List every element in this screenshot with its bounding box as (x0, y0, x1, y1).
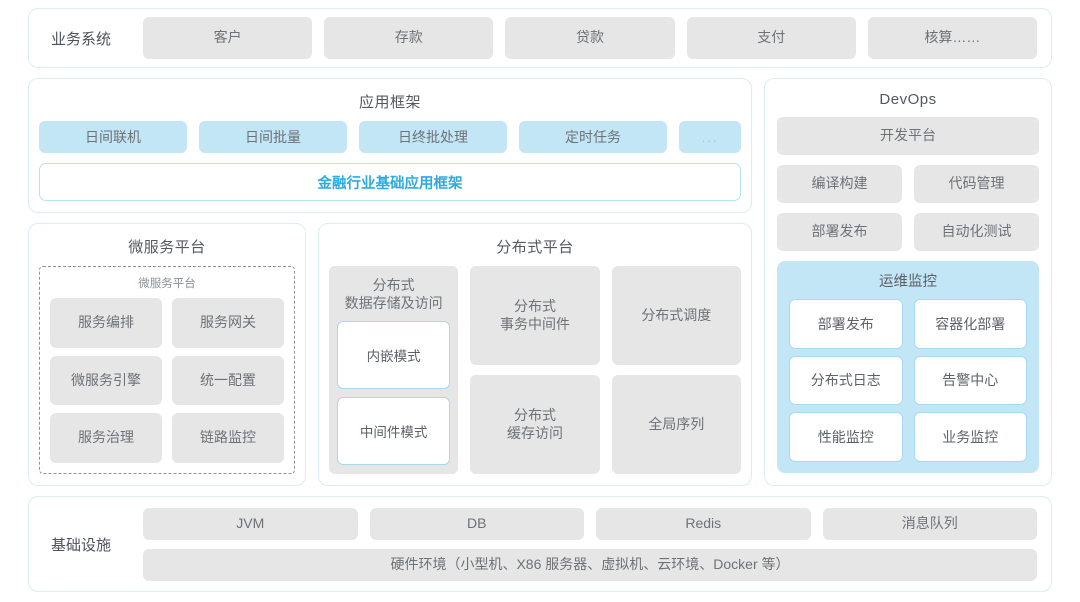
ms-item-service-orchestration[interactable]: 服务编排 (50, 298, 162, 348)
ops-monitoring-title: 运维监控 (879, 274, 937, 290)
ops-monitoring-grid: 部署发布 容器化部署 分布式日志 告警中心 性能监控 业务监控 (789, 299, 1027, 462)
distributed-storage-modes: 内嵌模式 中间件模式 (337, 321, 451, 465)
storage-mode-middleware[interactable]: 中间件模式 (337, 397, 451, 465)
appfw-chip-eod-batch[interactable]: 日终批处理 (359, 121, 507, 153)
platform-column: 应用框架 日间联机 日间批量 日终批处理 定时任务 ... 金融行业基础应用框架… (28, 78, 752, 486)
infra-item-redis[interactable]: Redis (596, 507, 811, 540)
microservice-platform-title: 微服务平台 (128, 239, 206, 256)
ms-item-link-monitoring[interactable]: 链路监控 (172, 413, 284, 463)
devops-pair-deploy: 部署发布 自动化测试 (777, 213, 1039, 251)
distributed-scheduling[interactable]: 分布式调度 (611, 266, 741, 365)
microservice-inner-title: 微服务平台 (138, 278, 196, 290)
ops-containerized-deploy[interactable]: 容器化部署 (913, 299, 1027, 349)
lower-platforms: 微服务平台 微服务平台 服务编排 服务网关 微服务引擎 统一配置 服务治理 链路… (28, 223, 752, 486)
infra-item-message-queue[interactable]: 消息队列 (822, 507, 1037, 540)
ms-item-microservice-engine[interactable]: 微服务引擎 (50, 355, 162, 406)
appfw-chip-scheduled-task[interactable]: 定时任务 (519, 121, 667, 153)
devops-panel: DevOps 开发平台 编译构建 代码管理 部署发布 自动化测试 运维监控 部 (764, 78, 1052, 486)
business-systems-row: 业务系统 客户 存款 贷款 支付 核算…… (28, 8, 1052, 68)
global-sequence[interactable]: 全局序列 (611, 375, 741, 474)
storage-mode-embedded[interactable]: 内嵌模式 (337, 321, 451, 390)
business-systems-label: 业务系统 (50, 30, 111, 48)
business-item-deposit[interactable]: 存款 (324, 17, 494, 59)
devops-deploy-release[interactable]: 部署发布 (777, 213, 902, 251)
infra-hardware-environment[interactable]: 硬件环境（小型机、X86 服务器、虚拟机、云环境、Docker 等） (143, 548, 1037, 581)
ms-item-unified-config[interactable]: 统一配置 (172, 355, 284, 406)
business-item-customer[interactable]: 客户 (143, 17, 313, 59)
distributed-data-storage-title: 分布式 数据存储及访问 (337, 276, 450, 321)
infrastructure-items: JVM DB Redis 消息队列 (143, 507, 1037, 540)
microservice-items-grid: 服务编排 服务网关 微服务引擎 统一配置 服务治理 链路监控 (50, 298, 284, 463)
distributed-cache-access-line2: 缓存访问 (506, 424, 563, 441)
business-item-payment[interactable]: 支付 (686, 17, 856, 59)
microservice-dashed-box: 微服务平台 服务编排 服务网关 微服务引擎 统一配置 服务治理 链路监控 (39, 266, 295, 474)
business-item-loan[interactable]: 贷款 (505, 17, 675, 59)
distributed-data-storage-title-line2: 数据存储及访问 (344, 295, 443, 312)
distributed-transaction-middleware-line1: 分布式 (513, 298, 556, 314)
distributed-platform-panel: 分布式平台 分布式 数据存储及访问 内嵌模式 中间件模式 (318, 223, 752, 486)
appfw-chip-daytime-online[interactable]: 日间联机 (39, 121, 187, 153)
devops-column: DevOps 开发平台 编译构建 代码管理 部署发布 自动化测试 运维监控 部 (764, 78, 1052, 486)
infra-item-jvm[interactable]: JVM (143, 507, 358, 540)
devops-automated-test[interactable]: 自动化测试 (914, 213, 1039, 251)
devops-dev-platform[interactable]: 开发平台 (777, 117, 1039, 155)
middle-section: 应用框架 日间联机 日间批量 日终批处理 定时任务 ... 金融行业基础应用框架… (28, 78, 1052, 486)
business-item-accounting[interactable]: 核算…… (867, 17, 1038, 59)
ops-distributed-log[interactable]: 分布式日志 (789, 355, 903, 406)
appfw-chip-more[interactable]: ... (679, 121, 741, 153)
application-framework-title: 应用框架 (358, 94, 421, 111)
ops-monitoring-box: 运维监控 部署发布 容器化部署 分布式日志 告警中心 性能监控 业务监控 (777, 261, 1039, 473)
devops-pair-build: 编译构建 代码管理 (777, 165, 1039, 203)
distributed-cache-access-line1: 分布式 (513, 407, 556, 423)
distributed-cache-access[interactable]: 分布式 缓存访问 (470, 375, 600, 474)
application-framework-chips: 日间联机 日间批量 日终批处理 定时任务 ... (39, 121, 741, 153)
appfw-chip-daytime-batch[interactable]: 日间批量 (199, 121, 347, 153)
infrastructure-content: JVM DB Redis 消息队列 硬件环境（小型机、X86 服务器、虚拟机、云… (143, 507, 1037, 581)
ops-business-monitoring[interactable]: 业务监控 (913, 412, 1027, 462)
devops-compile-build[interactable]: 编译构建 (777, 165, 902, 203)
devops-code-management[interactable]: 代码管理 (914, 165, 1039, 203)
infra-item-db[interactable]: DB (369, 507, 584, 540)
microservice-platform-panel: 微服务平台 微服务平台 服务编排 服务网关 微服务引擎 统一配置 服务治理 链路… (28, 223, 306, 486)
devops-body: 开发平台 编译构建 代码管理 部署发布 自动化测试 运维监控 部署发布 容器化部… (777, 117, 1039, 473)
distributed-transaction-middleware-line2: 事务中间件 (499, 315, 570, 332)
ms-item-service-gateway[interactable]: 服务网关 (172, 298, 284, 348)
ms-item-service-governance[interactable]: 服务治理 (50, 413, 162, 463)
distributed-platform-title: 分布式平台 (496, 239, 574, 256)
business-systems-items: 客户 存款 贷款 支付 核算…… (143, 17, 1038, 59)
distributed-transaction-middleware[interactable]: 分布式 事务中间件 (470, 266, 600, 365)
distributed-data-storage-title-line1: 分布式 (372, 277, 415, 293)
ops-deploy-release[interactable]: 部署发布 (789, 299, 903, 349)
infrastructure-row: 基础设施 JVM DB Redis 消息队列 硬件环境（小型机、X86 服务器、… (28, 496, 1052, 592)
infrastructure-label: 基础设施 (50, 536, 111, 554)
distributed-items-grid: 分布式 数据存储及访问 内嵌模式 中间件模式 分布式 事务中间件 (329, 266, 741, 474)
devops-title: DevOps (879, 91, 937, 108)
ops-alert-center[interactable]: 告警中心 (913, 355, 1027, 406)
distributed-data-storage-group: 分布式 数据存储及访问 内嵌模式 中间件模式 (329, 266, 459, 474)
ops-performance-monitoring[interactable]: 性能监控 (789, 412, 903, 462)
application-framework-panel: 应用框架 日间联机 日间批量 日终批处理 定时任务 ... 金融行业基础应用框架 (28, 78, 752, 213)
financial-foundation-framework-bar[interactable]: 金融行业基础应用框架 (39, 163, 741, 201)
